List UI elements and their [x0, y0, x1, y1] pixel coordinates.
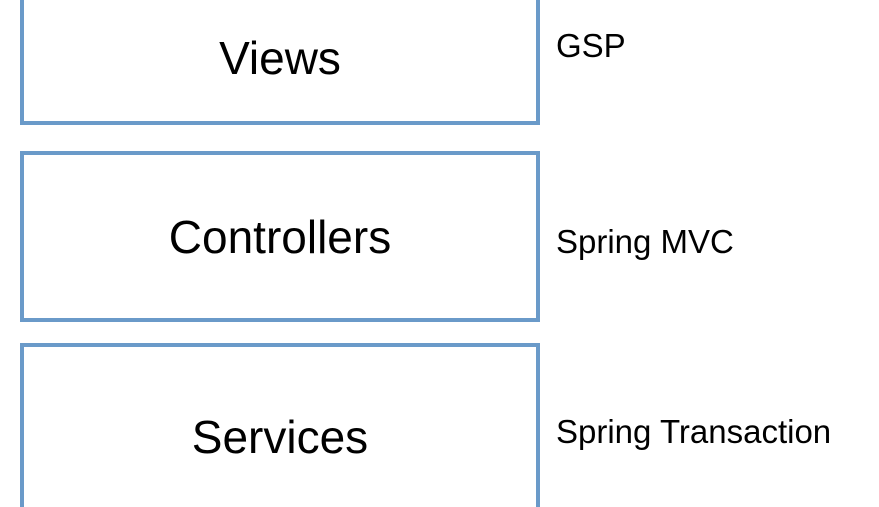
layer-box-services: Services: [20, 343, 540, 507]
layer-label-controllers: Controllers: [168, 210, 392, 263]
technology-label-views: GSP: [556, 27, 626, 64]
layer-box-controllers: Controllers: [20, 151, 540, 322]
layer-box-views: Views: [20, 0, 540, 125]
layer-label-services: Services: [191, 411, 369, 463]
layer-label-views: Views: [219, 31, 341, 84]
technology-label-services: Spring Transaction: [556, 413, 832, 450]
technology-label-controllers: Spring MVC: [556, 223, 734, 260]
